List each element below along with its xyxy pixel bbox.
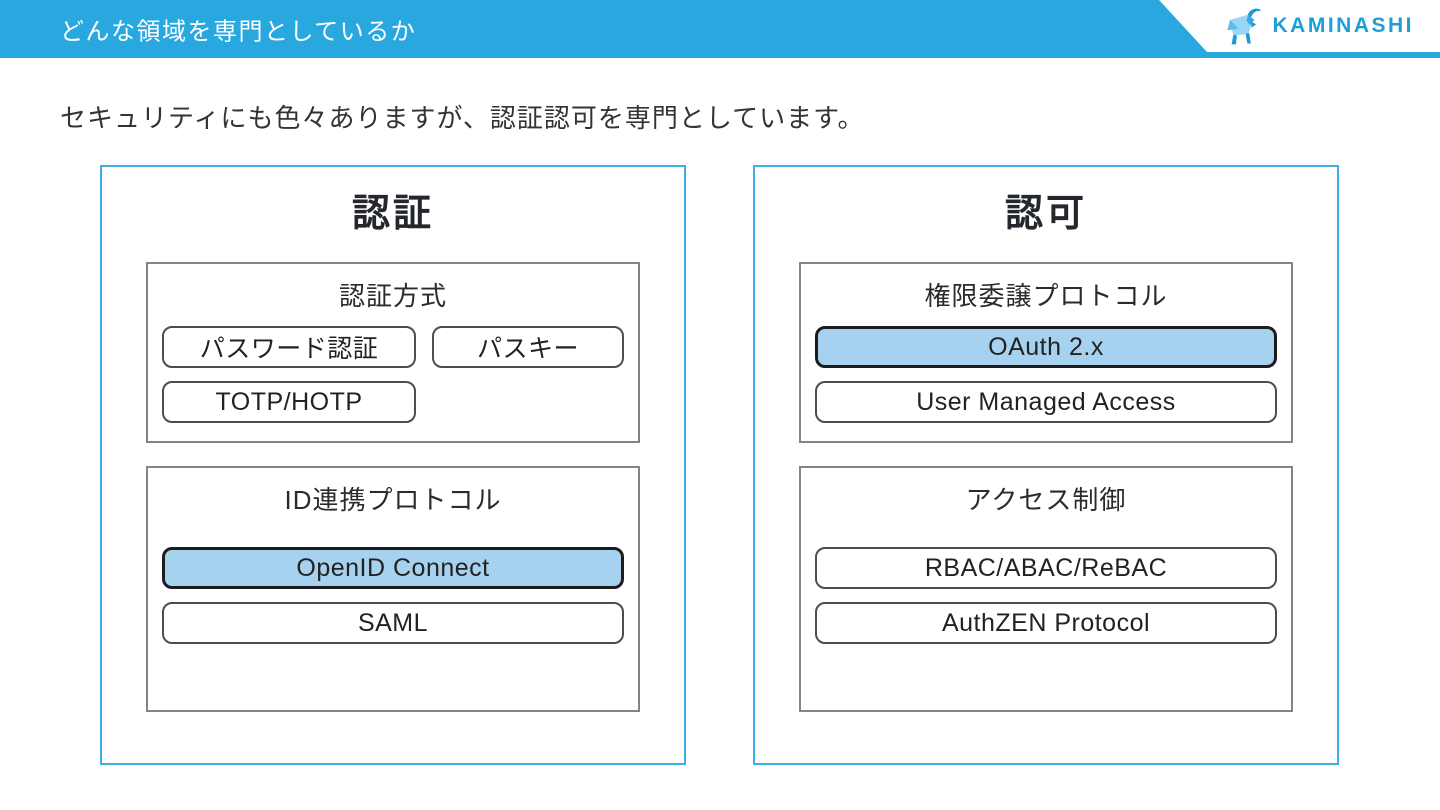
kaminashi-logo-text: KAMINASHI [1272,14,1414,37]
item-button-rbac-abac-rebac: RBAC/ABAC/ReBAC [815,547,1277,589]
item-button-oauth-2x: OAuth 2.x [815,326,1277,368]
category-title-authorization: 認可 [1004,193,1087,235]
section-box-access-control: アクセス制御 RBAC/ABAC/ReBAC AuthZEN Protocol [799,466,1293,712]
page-title: どんな領域を専門としているか [60,18,417,46]
kaminashi-goat-icon [1222,6,1264,46]
item-button-user-managed-access: User Managed Access [815,381,1277,423]
section-title-access-control: アクセス制御 [965,485,1127,515]
section-title-auth-methods: 認証方式 [338,281,447,311]
category-box-authentication: 認証認証方式パスワード認証パスキー TOTP/HOTP ID連携プロトコル OpenI… [100,165,686,765]
intro-text: セキュリティにも色々ありますが、認証認可を専門としています。 [60,103,865,133]
category-title-authentication: 認証 [351,193,434,235]
section-title-delegation-protocols: 権限委譲プロトコル [924,281,1168,311]
item-button-password-auth: パスワード認証 [162,326,416,368]
item-button-saml: SAML [162,602,624,644]
item-button-openid-connect: OpenID Connect [162,547,624,589]
header-bar: どんな領域を専門としているか KAMINASHI [0,0,1440,58]
section-box-auth-methods: 認証方式パスワード認証パスキー TOTP/HOTP [146,262,640,443]
button-group-auth-methods: パスワード認証パスキー TOTP/HOTP [148,326,638,423]
item-button-totp-hotp: TOTP/HOTP [162,381,416,423]
logo-area: KAMINASHI [1159,0,1440,52]
item-button-authzen-protocol: AuthZEN Protocol [815,602,1277,644]
section-title-id-federation-protocols: ID連携プロトコル [284,485,502,515]
button-group-access-control: RBAC/ABAC/ReBAC AuthZEN Protocol [801,547,1291,644]
item-button-passkey: パスキー [432,326,624,368]
